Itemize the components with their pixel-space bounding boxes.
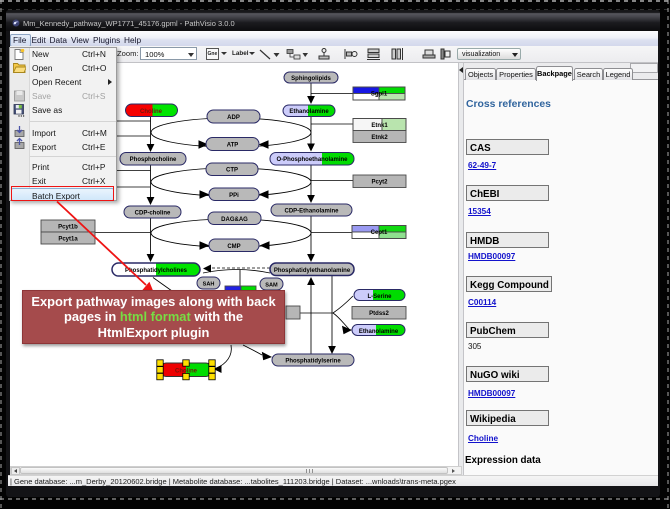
svg-text:Sphingolipids: Sphingolipids	[291, 76, 331, 82]
svg-text:Pcyt2: Pcyt2	[371, 180, 388, 186]
svg-text:Phosphocholine: Phosphocholine	[130, 157, 177, 163]
svg-text:PPi: PPi	[229, 193, 239, 199]
svg-text:CTP: CTP	[226, 168, 238, 174]
svg-text:Choline: Choline	[175, 369, 198, 375]
svg-text:Ptdss2: Ptdss2	[369, 311, 389, 317]
svg-text:Etnk2: Etnk2	[371, 135, 388, 141]
svg-text:CDP-Ethanolamine: CDP-Ethanolamine	[284, 209, 339, 215]
svg-text:SAM: SAM	[265, 282, 278, 288]
svg-text:Cept1: Cept1	[371, 230, 388, 236]
svg-text:SAH: SAH	[203, 281, 215, 287]
svg-text:DAG&AG: DAG&AG	[221, 217, 248, 223]
svg-text:L-Serine: L-Serine	[367, 294, 392, 300]
svg-text:CDP-choline: CDP-choline	[135, 211, 171, 217]
svg-text:Phosphatidylcholines: Phosphatidylcholines	[125, 268, 188, 274]
svg-text:CMP: CMP	[227, 244, 240, 250]
svg-text:O-Phosphoethanolamine: O-Phosphoethanolamine	[276, 157, 348, 163]
svg-text:Phosphatidylethanolamine: Phosphatidylethanolamine	[274, 268, 351, 274]
svg-text:Pcyt1a: Pcyt1a	[58, 237, 78, 243]
svg-text:Phosphatidylserine: Phosphatidylserine	[285, 358, 341, 364]
svg-text:Sgpl1: Sgpl1	[371, 92, 388, 98]
svg-text:Ethanolamine: Ethanolamine	[289, 109, 329, 115]
svg-text:ADP: ADP	[227, 115, 240, 121]
svg-text:Ethanolamine: Ethanolamine	[359, 329, 399, 335]
svg-text:Etnk1: Etnk1	[371, 123, 388, 129]
svg-text:Pcyt1b: Pcyt1b	[58, 225, 78, 231]
svg-text:ATP: ATP	[227, 143, 239, 149]
svg-text:Choline: Choline	[140, 109, 163, 115]
